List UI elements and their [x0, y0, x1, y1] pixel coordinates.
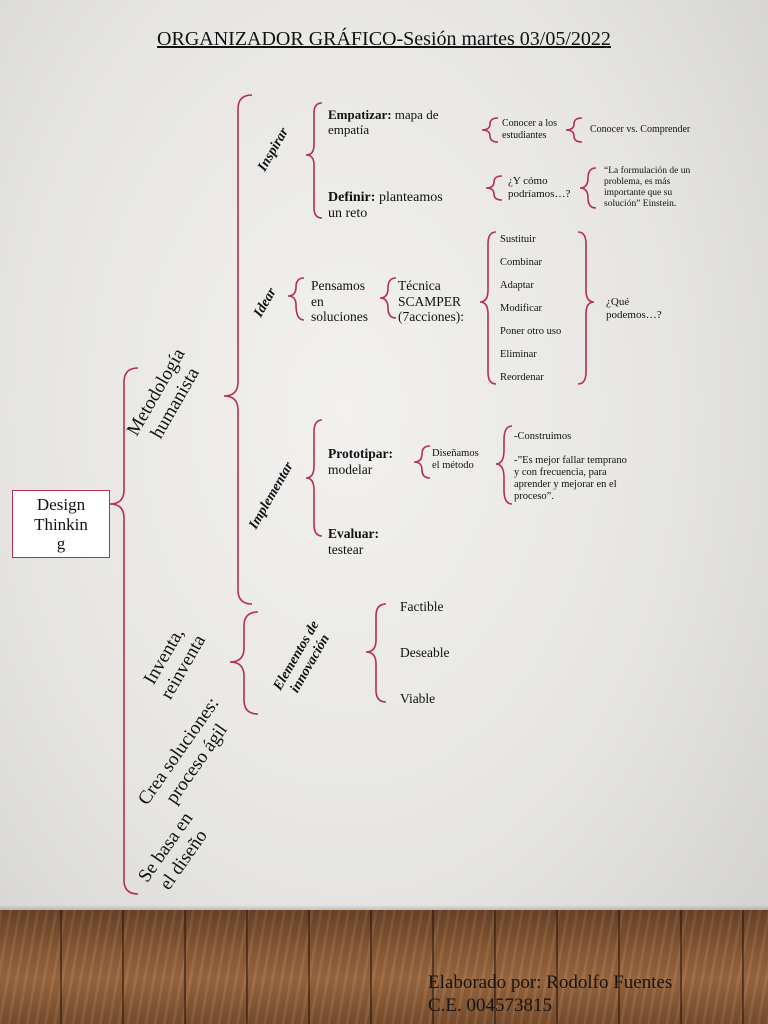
root-line-1: Design	[36, 495, 86, 514]
bracket-conocer-vs	[565, 117, 583, 143]
quote-einstein: “La formulación de un problema, es más i…	[604, 166, 691, 209]
scamper-item: Poner otro uso	[500, 326, 562, 337]
construimos-text: -Construimos	[514, 431, 572, 442]
root-line-2: Thinkin	[34, 514, 88, 534]
bracket-como	[485, 175, 503, 201]
bracket-scamper-left	[479, 231, 497, 385]
root-design-thinking: Design Thinkin g	[12, 490, 110, 558]
bracket-conocer	[481, 117, 499, 143]
fallar-quote: -”Es mejor fallar temprano y con frecuen…	[514, 455, 627, 503]
bracket-innovacion	[365, 603, 387, 703]
tecnica-text: Técnica SCAMPER (7acciones):	[398, 278, 464, 325]
empatizar-text: Empatizar: mapa de empatía	[328, 107, 439, 137]
bracket-scamper-right	[577, 231, 595, 385]
scamper-item: Eliminar	[500, 349, 537, 360]
evaluar-text: Evaluar: testear	[328, 526, 380, 557]
bracket-construimos	[495, 425, 513, 505]
bracket-tecnica	[379, 277, 397, 319]
footer-id: C.E. 004573815	[428, 994, 553, 1016]
bracket-quote	[579, 167, 597, 209]
bracket-idear	[287, 277, 305, 321]
scamper-item: Modificar	[500, 303, 542, 314]
scamper-item: Reordenar	[500, 372, 544, 383]
bracket-inspirar	[305, 102, 323, 219]
root-line-3: g	[56, 534, 66, 554]
bracket-implementar	[305, 419, 323, 537]
scamper-item: Adaptar	[500, 280, 534, 291]
bracket-root	[109, 367, 139, 895]
innovacion-item: Factible	[400, 599, 444, 614]
prototipar-text: Prototipar: modelar	[328, 446, 393, 477]
bracket-inventa	[229, 611, 259, 715]
bracket-disenamos	[413, 445, 431, 479]
pensamos-text: Pensamos en soluciones	[311, 278, 368, 325]
innovacion-item: Deseable	[400, 645, 450, 660]
footer-credits: Elaborado por: Rodolfo Fuentes C.E. 0045…	[428, 972, 672, 1018]
definir-text: Definir: planteamos un reto	[328, 190, 443, 222]
page-title: ORGANIZADOR GRÁFICO-Sesión martes 03/05/…	[157, 28, 611, 50]
bracket-metodologia	[223, 94, 253, 605]
conocer-vs-text: Conocer vs. Comprender	[590, 124, 691, 135]
footer-author: Elaborado por: Rodolfo Fuentes	[428, 972, 673, 993]
scamper-item: Sustituir	[500, 234, 536, 245]
scamper-item: Combinar	[500, 257, 542, 268]
wood-floor	[0, 910, 768, 1024]
innovacion-item: Viable	[400, 691, 436, 706]
